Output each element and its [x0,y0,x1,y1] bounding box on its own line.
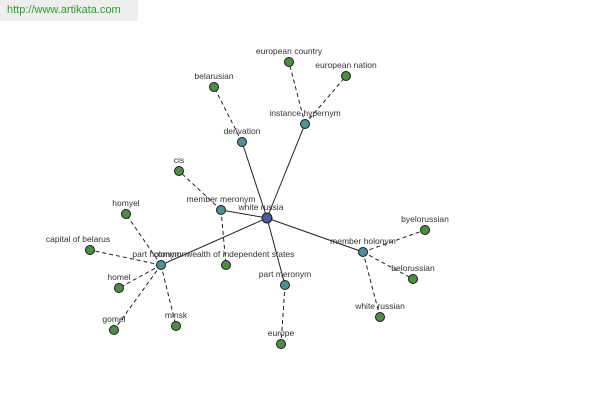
edge-white-russia-instance-hypernym [266,123,306,219]
relation-node-member-holonym[interactable] [358,247,368,257]
relation-label-part-meronym: part meronym [259,269,311,279]
leaf-label-european-nation: european nation [315,60,377,70]
edge-instance-hypernym-european-country [288,61,306,125]
relation-label-part-holonym: part holonym [132,249,181,259]
leaf-node-homel[interactable] [114,283,124,293]
watermark-url: http://www.artikata.com [0,0,138,21]
leaf-label-europe: europe [268,328,295,338]
relation-node-instance-hypernym[interactable] [300,119,310,129]
relation-label-derivation: derivation [224,126,261,136]
edge-derivation-belarusian [213,86,243,143]
center-node-white-russia[interactable] [261,212,273,224]
leaf-node-european-nation[interactable] [341,71,351,81]
graph-labels: belarusian european country european natio… [46,46,449,338]
leaf-label-white-russian: white russian [354,301,405,311]
leaf-node-commonwealth[interactable] [221,260,231,270]
graph-edges [89,61,426,345]
leaf-node-cis[interactable] [174,166,184,176]
relation-node-derivation[interactable] [237,137,247,147]
leaf-label-european-country: european country [256,46,323,56]
leaf-label-belarusian: belarusian [194,71,233,81]
graph-nodes [85,57,430,349]
edge-member-meronym-cis [178,170,222,211]
leaf-label-homyel: homyel [112,198,140,208]
leaf-node-minsk[interactable] [171,321,181,331]
leaf-node-capital-of-belarus[interactable] [85,245,95,255]
leaf-label-cis: cis [174,155,184,165]
center-label-white-russia: white russia [238,202,284,212]
edge-white-russia-member-holonym [266,217,364,253]
edge-part-holonym-homel [118,264,162,289]
edge-part-holonym-capital-of-belarus [89,249,162,266]
edge-white-russia-part-holonym [160,217,268,266]
leaf-label-minsk: minsk [165,310,188,320]
leaf-label-belorussian: belorussian [391,263,435,273]
edge-part-meronym-europe [280,284,286,345]
leaf-node-byelorussian[interactable] [420,225,430,235]
relation-label-member-meronym: member meronym [187,194,256,204]
edge-part-holonym-minsk [160,264,177,327]
relation-label-instance-hypernym: instance hypernym [269,108,340,118]
leaf-node-belarusian[interactable] [209,82,219,92]
edge-part-holonym-gomel [113,264,162,331]
edge-member-holonym-byelorussian [362,229,426,253]
relation-node-part-meronym[interactable] [280,280,290,290]
relation-node-member-meronym[interactable] [216,205,226,215]
edge-white-russia-part-meronym [266,217,286,286]
leaf-node-homyel[interactable] [121,209,131,219]
relation-label-member-holonym: member holonym [330,236,396,246]
edge-instance-hypernym-european-nation [304,75,347,125]
leaf-node-european-country[interactable] [284,57,294,67]
edge-white-russia-derivation [241,141,268,219]
leaf-node-gomel[interactable] [109,325,119,335]
leaf-label-homel: homel [107,272,130,282]
leaf-label-byelorussian: byelorussian [401,214,449,224]
leaf-label-gomel: gomel [102,314,125,324]
edge-member-meronym-commonwealth [220,209,227,266]
edge-white-russia-member-meronym [220,209,268,219]
leaf-node-white-russian[interactable] [375,312,385,322]
leaf-label-commonwealth: commonwealth of independent states [154,249,295,259]
leaf-label-capital-of-belarus: capital of belarus [46,234,110,244]
edge-part-holonym-homyel [125,213,162,266]
edge-member-holonym-belorussian [362,251,414,280]
leaf-node-belorussian[interactable] [408,274,418,284]
leaf-node-europe[interactable] [276,339,286,349]
relation-node-part-holonym[interactable] [156,260,166,270]
